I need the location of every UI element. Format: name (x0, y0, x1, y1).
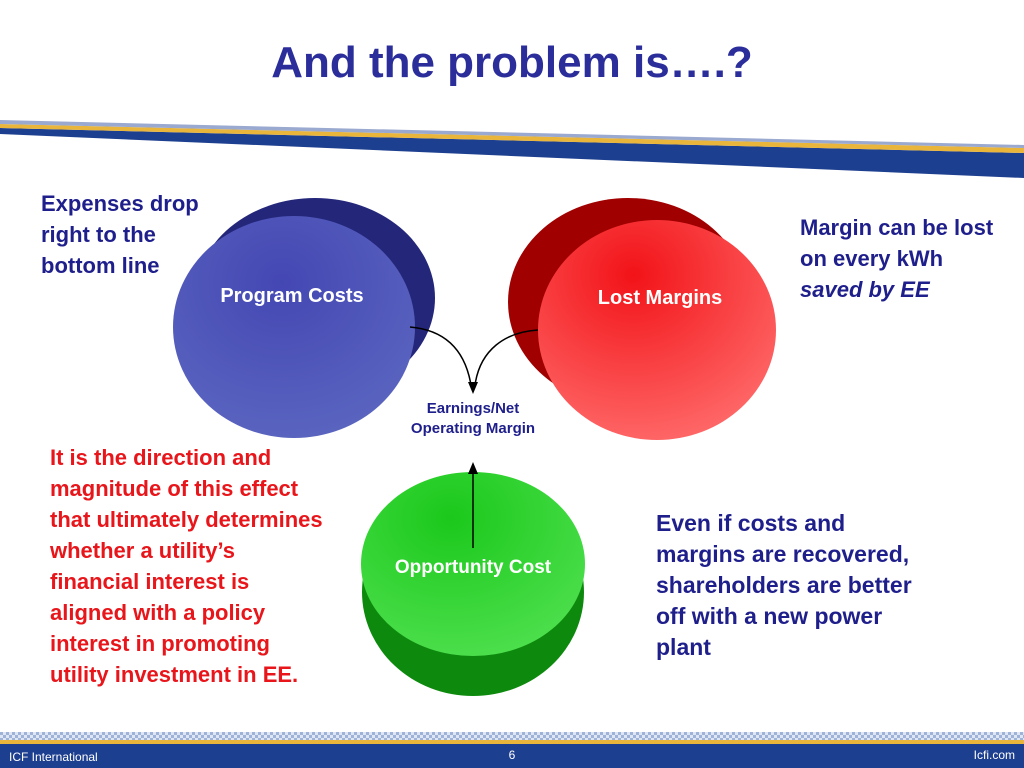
arrow-head-down (468, 382, 478, 394)
lost-margins-label: Lost Margins (597, 287, 723, 309)
program-costs-label: Program Costs (220, 285, 364, 307)
arrow-from-program-costs (409, 326, 472, 386)
direction-note: It is the direction and magnitude of thi… (50, 445, 323, 687)
circle-opportunity-cost (361, 472, 585, 696)
margin-note-text: Margin can be lost on every kWh (800, 215, 994, 271)
opportunity-cost-label: Opportunity Cost (394, 557, 552, 578)
footer-band (0, 732, 1024, 768)
circle-lost-margins (508, 198, 776, 440)
even-note: Even if costs and margins are recovered,… (656, 510, 912, 660)
earnings-label: Earnings/Net Operating Margin (410, 400, 536, 437)
circle-program-costs (173, 198, 435, 438)
arrow-from-lost-margins (474, 329, 539, 386)
expenses-note: Expenses drop right to the bottom line (41, 191, 199, 278)
margin-note: Margin can be lost on every kWh saved by… (800, 212, 1000, 305)
footer-page-number: 6 (508, 748, 516, 762)
arrow-head-up (468, 462, 478, 474)
footer-website[interactable]: Icfi.com (973, 748, 1015, 762)
margin-note-emphasis: saved by EE (800, 277, 930, 302)
slide-title: And the problem is….? (271, 38, 753, 87)
footer-company: ICF International (9, 750, 98, 764)
header-band (0, 120, 1024, 178)
